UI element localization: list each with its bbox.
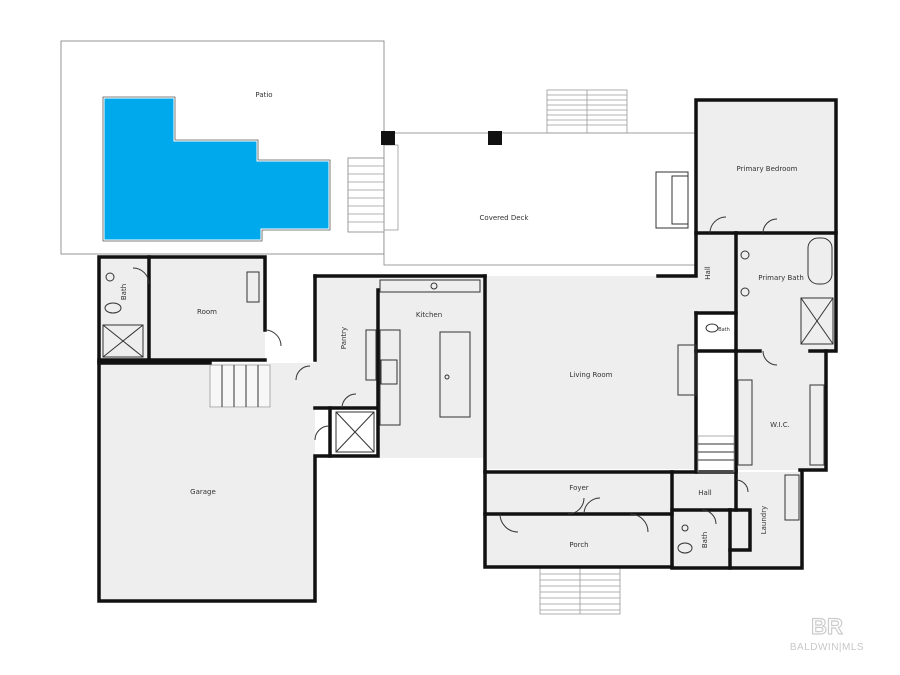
watermark-text: BALDWIN|MLS (790, 642, 864, 653)
interior-floors (99, 100, 836, 601)
label-hall-lower: Hall (698, 489, 711, 497)
label-primary-bedroom: Primary Bedroom (737, 165, 798, 173)
label-garage: Garage (190, 488, 216, 496)
watermark-logo: BR (811, 614, 843, 639)
label-bath-lower: Bath (701, 532, 709, 548)
label-wic: W.I.C. (770, 421, 790, 429)
fixtures (102, 171, 834, 554)
label-kitchen: Kitchen (416, 311, 442, 319)
porch-stairs (539, 567, 621, 615)
label-covered-deck: Covered Deck (480, 214, 530, 222)
walls (97, 98, 838, 603)
label-laundry: Laundry (760, 506, 768, 535)
label-living-room: Living Room (570, 371, 613, 379)
label-hall-upper: Hall (704, 266, 712, 279)
watermark: BR BALDWIN|MLS (790, 613, 864, 653)
label-patio: Patio (255, 91, 272, 99)
label-bath-left: Bath (120, 284, 128, 300)
label-foyer: Foyer (569, 484, 589, 492)
deck-stairs-top (546, 89, 628, 134)
deck-posts (381, 131, 502, 145)
room-labels: Patio Covered Deck Primary Bedroom Prima… (120, 91, 804, 549)
covered-deck-area (347, 132, 697, 266)
door-swings (132, 216, 778, 533)
label-porch: Porch (569, 541, 588, 549)
label-room: Room (197, 308, 217, 316)
label-primary-bath: Primary Bath (758, 274, 804, 282)
label-pantry: Pantry (340, 327, 348, 349)
deck-stairs-left (347, 144, 399, 233)
label-bath-small-right: Bath (718, 327, 730, 333)
